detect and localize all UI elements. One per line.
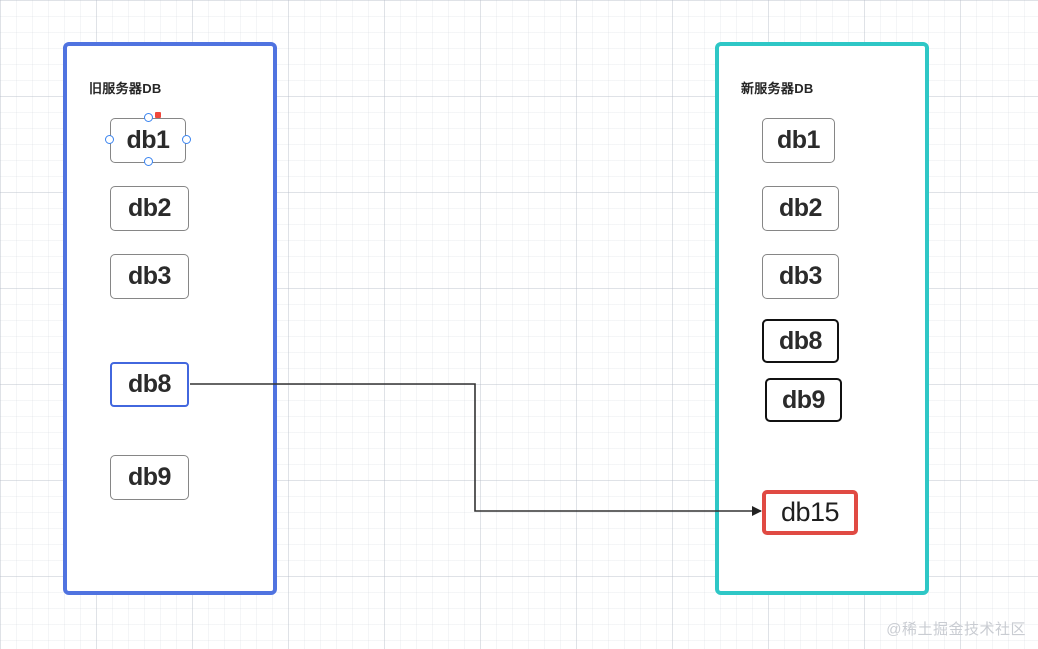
watermark: @稀土掘金技术社区 <box>886 621 1026 638</box>
new-db-node-db9[interactable]: db9 <box>765 378 842 422</box>
resize-handle-right-icon[interactable] <box>182 135 191 144</box>
new-db-node-db15[interactable]: db15 <box>762 490 858 535</box>
new-db-node-db1[interactable]: db1 <box>762 118 835 163</box>
connection-point-icon[interactable] <box>155 112 161 118</box>
old-db-node-db8[interactable]: db8 <box>110 362 189 407</box>
new-server-title: 新服务器DB <box>741 81 814 96</box>
old-db-node-db9[interactable]: db9 <box>110 455 189 500</box>
resize-handle-bottom-icon[interactable] <box>144 157 153 166</box>
resize-handle-top-icon[interactable] <box>144 113 153 122</box>
old-db-node-db2[interactable]: db2 <box>110 186 189 231</box>
new-db-node-db2[interactable]: db2 <box>762 186 839 231</box>
new-db-node-db8[interactable]: db8 <box>762 319 839 363</box>
old-server-title: 旧服务器DB <box>89 81 162 96</box>
old-db-node-db3[interactable]: db3 <box>110 254 189 299</box>
new-db-node-db3[interactable]: db3 <box>762 254 839 299</box>
resize-handle-left-icon[interactable] <box>105 135 114 144</box>
